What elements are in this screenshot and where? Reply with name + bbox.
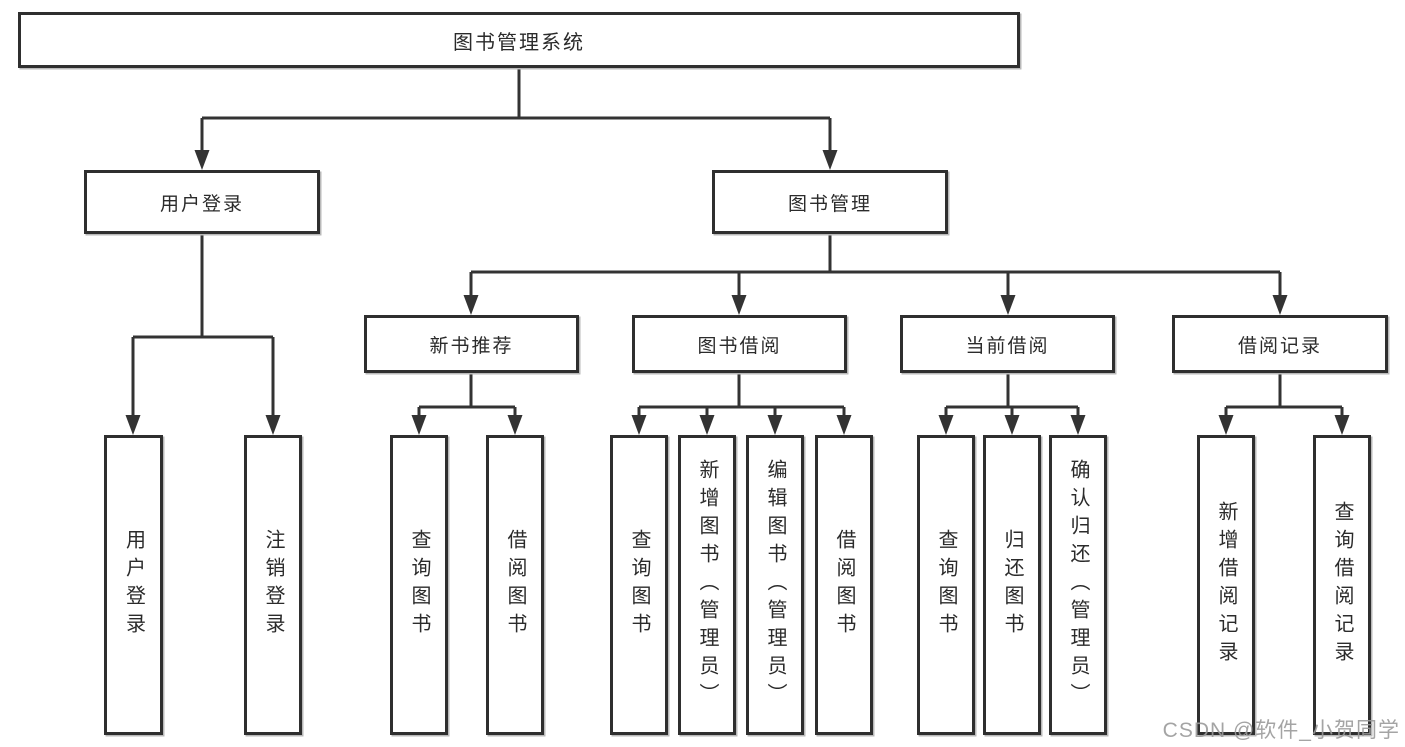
node-leaf-edit-book-admin: 编辑图书（管理员） [746,435,804,735]
node-new-book-recommend: 新书推荐 [364,315,579,373]
node-leaf-add-book-admin: 新增图书（管理员） [678,435,736,735]
node-leaf-query-books-borrowing: 查询图书 [610,435,668,735]
node-current-borrowing: 当前借阅 [900,315,1115,373]
node-leaf-logout: 注销登录 [244,435,302,735]
node-book-management-branch: 图书管理 [712,170,948,234]
node-leaf-query-books-recommend: 查询图书 [390,435,448,735]
node-book-borrowing: 图书借阅 [632,315,847,373]
node-leaf-query-books-current: 查询图书 [917,435,975,735]
node-user-login-branch: 用户登录 [84,170,320,234]
node-leaf-confirm-return-admin: 确认归还（管理员） [1049,435,1107,735]
node-leaf-query-borrow-record: 查询借阅记录 [1313,435,1371,735]
node-borrowing-records: 借阅记录 [1172,315,1388,373]
node-leaf-user-login: 用户登录 [104,435,163,735]
watermark: CSDN @软件_小贺同学 [1162,719,1400,742]
node-leaf-return-book: 归还图书 [983,435,1041,735]
node-leaf-borrow-books-recommend: 借阅图书 [486,435,544,735]
node-library-management-system: 图书管理系统 [18,12,1020,68]
node-leaf-borrow-books: 借阅图书 [815,435,873,735]
node-leaf-add-borrow-record: 新增借阅记录 [1197,435,1255,735]
